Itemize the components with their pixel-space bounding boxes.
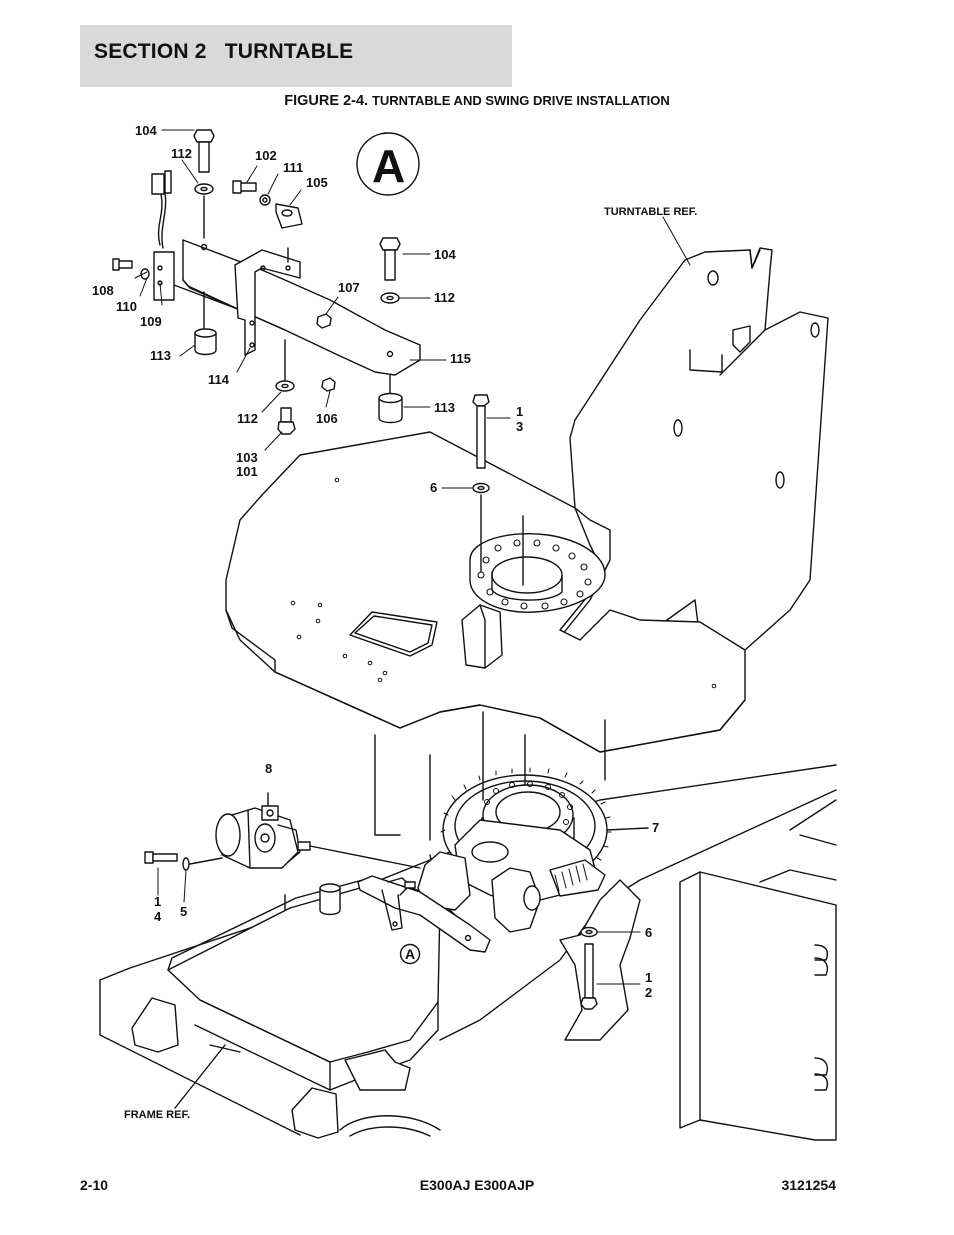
callout-111: 111 [283, 160, 303, 175]
callout-4: 4 [154, 909, 162, 924]
callout-112-right: 112 [434, 290, 455, 305]
limit-switch-bracket [357, 875, 491, 953]
callout-2: 2 [645, 985, 652, 1000]
callout-107: 107 [338, 280, 360, 295]
callout-113-left: 113 [150, 348, 171, 363]
motor-bolts [144, 851, 223, 871]
callout-112-top: 112 [171, 146, 192, 161]
callout-1-left: 1 [154, 894, 161, 909]
section-title: SECTION 2 TURNTABLE [94, 40, 354, 63]
callout-8: 8 [265, 761, 272, 776]
callout-104-top: 104 [135, 123, 157, 138]
callout-112-bottom: 112 [237, 411, 258, 426]
callout-5: 5 [180, 904, 187, 919]
page-number: 2-10 [80, 1177, 109, 1193]
callout-6-top: 6 [430, 480, 437, 495]
swing-bearing [417, 711, 649, 1041]
figure-number: FIGURE 2-4. [284, 93, 369, 109]
callout-106: 106 [316, 411, 338, 426]
document-number: 3121254 [781, 1177, 836, 1193]
detail-a-small-label: A [405, 946, 415, 962]
callout-6-bottom: 6 [645, 925, 652, 940]
callout-104-right: 104 [434, 247, 456, 262]
callout-3: 3 [516, 419, 523, 434]
callout-102: 102 [255, 148, 277, 163]
callout-103: 103 [236, 450, 258, 465]
frame [99, 719, 837, 1141]
model-number: E300AJ E300AJP [419, 1177, 535, 1193]
frame-ref-label: FRAME REF. [124, 1109, 190, 1121]
callout-113-right: 113 [434, 400, 455, 415]
callout-7: 7 [652, 820, 659, 835]
figure-title: FIGURE 2-4. TURNTABLE AND SWING DRIVE IN… [0, 92, 954, 109]
callout-108: 108 [92, 283, 114, 298]
turntable-ref-label: TURNTABLE REF. [604, 206, 697, 218]
callout-115: 115 [450, 351, 471, 366]
detail-a-circle [356, 132, 420, 196]
bracket-assembly [112, 129, 421, 435]
figure-caption: TURNTABLE AND SWING DRIVE INSTALLATION [371, 93, 670, 108]
callout-1-bottom: 1 [645, 970, 652, 985]
detail-a-big-label: A [372, 140, 405, 192]
turntable-plate [225, 394, 746, 753]
callout-109: 109 [140, 314, 162, 329]
detail-a-small-circle [399, 943, 421, 965]
callout-114: 114 [208, 372, 230, 387]
callout-110: 110 [116, 299, 137, 314]
callout-101: 101 [236, 464, 258, 479]
section-header: SECTION 2 TURNTABLE [80, 25, 512, 87]
callout-1-top: 1 [516, 404, 523, 419]
hydraulic-motor [215, 792, 421, 869]
callout-105: 105 [306, 175, 328, 190]
